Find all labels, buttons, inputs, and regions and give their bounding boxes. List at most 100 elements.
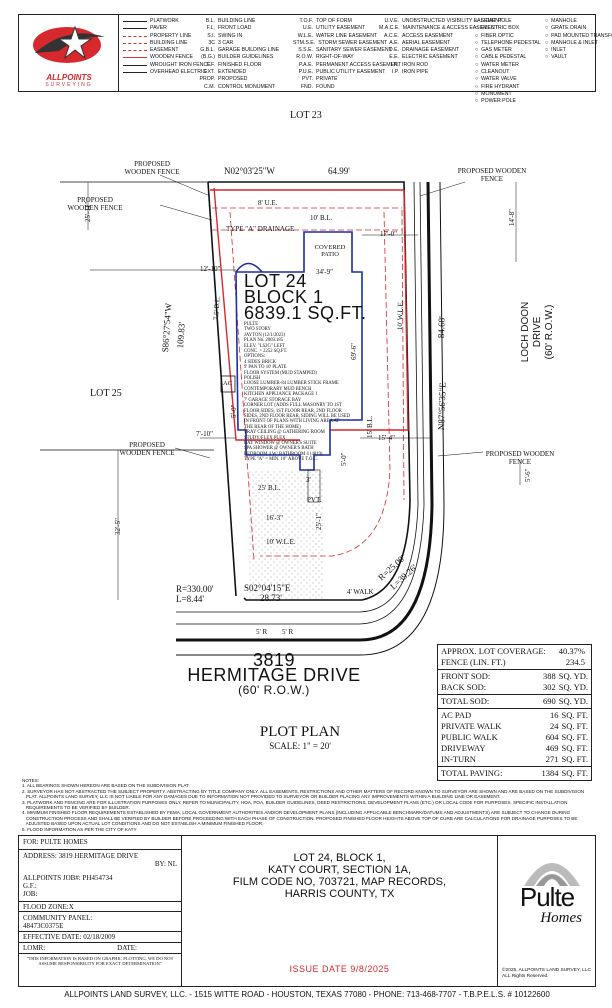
dim-25-1: 25'-1" [315,513,323,530]
legend-abbr: PROP. [199,76,215,83]
house-note-line: CORNER LOT (ADDS FULL MASONRY TO 1ST [244,403,342,409]
symbol-icon: ○ [545,18,549,24]
symbol-icon: ○ [475,18,479,24]
symbol-icon: ○ [475,98,479,105]
symbol-icon: ○ [475,83,479,90]
curve-left-radius: R=330.00' [176,584,214,594]
legend-item: ○INLET [545,47,612,54]
legend-abbr: T.O.F. [299,18,313,24]
legend-symbols: ○LIGHT POLE○ELECTRIC BOX○FIBER OPTIC○TEL… [475,18,541,106]
legend-item: ○TELEPHONE PEDESTAL [475,40,541,47]
coverage-table: APPROX. LOT COVERAGE:40.37% FENCE (LIN. … [437,644,592,781]
legend-abbr: U.V.E. [384,18,399,24]
legend-item: ○FIRE HYDRANT [475,84,541,91]
house-note-line: 4 SIDES BRICK [244,359,277,365]
house-note-line: STUDY/FLEX PLEX [244,435,286,441]
legend-label: PAVER [150,25,167,32]
dim-5-0-a: 5'-0" [230,404,238,418]
plot-plan-drawing [40,174,521,656]
legend-label: WOODEN FENCE [150,54,193,61]
legend-item: E.E.ELECTRIC EASEMENT [379,54,502,61]
symbol-icon: ○ [475,47,479,54]
symbol-icon: ○ [545,54,549,61]
legend-label: PUBLIC UTILITY EASEMENT [316,69,386,76]
title-block-info: FOR: PULTE HOMES ADDRESS: 3819 HERMITAGE… [19,836,182,986]
legend-item: EASEMENT [123,47,211,54]
legend-label: 3 CAR [218,39,234,46]
distance-north: 64.99' [328,166,350,176]
address-field: ADDRESS: 3819 HERMITAGE DRIVE BY: NL [23,852,177,868]
legend-item: T.O.F.TOP OF FORM [293,18,401,25]
dim-17-0: 17'-0" [380,230,397,238]
issue-date: ISSUE DATE 9/8/2025 [289,964,390,974]
legend-abbr: PVT. [302,76,313,83]
house-note-line: TRAY CEILING @ GATHERING ROOM [244,430,325,436]
copyright: ©2025, ALLPOINTS LAND SURVEY, LLC ALL Ri… [502,968,591,979]
legend-item: EXT.EXTENDED [195,69,279,76]
legend-item: ○PAD MOUNTED TRANSFORMER [545,33,612,40]
house-note-line: PULTE [244,322,259,327]
legend-item: U.E.UTILITY EASEMENT [293,25,401,32]
legend-abbr: S.S.E. [298,47,313,54]
legend-item: ○GRATE DRAIN [545,25,612,32]
legend-label: AERIAL EASEMENT [402,39,451,46]
legend-abbr: S.I. [207,32,215,39]
distance-west: 109.83' [175,321,187,349]
legend-label: ELECTRIC BOX [481,25,520,32]
legend-abbr: F.L. [206,25,215,32]
legend-label: UTILITY EASEMENT [316,25,366,32]
house-note-line: FLOOR SYSTEM (MUD STAMPED) [244,370,317,376]
legend-abbr: P.A.E. [298,61,313,68]
legend-item: ○VAULT [545,54,612,61]
house-note-line: KITCHEN APPLIANCE PACKAGE 1 [244,392,318,398]
line-swatch-icon [123,18,147,25]
legend-label: FINISHED FLOOR [218,61,262,68]
legend-label: FRONT LOAD [218,25,252,32]
legend-label: PAD MOUNTED TRANSFORMER [551,32,612,39]
pulte-arch-icon [524,863,580,886]
symbol-icon: ○ [475,25,479,32]
symbol-icon: ○ [475,76,479,83]
legend-label: MANHOLE [551,18,577,24]
legend-item: P.A.E.PERMANENT ACCESS EASEMENT [293,62,401,69]
symbol-icon: ○ [475,54,479,61]
symbol-icon: ○ [475,69,479,76]
line-swatch-icon [123,47,147,54]
legend-item: S.S.E.SANITARY SEWER EASEMENT [293,47,401,54]
legend-label: IRON PIPE [402,69,429,76]
effective-date-field: EFFECTIVE DATE: 02/18/2009 [19,932,181,943]
legal-line: FILM CODE NO, 703721, MAP RECORDS, [232,876,447,888]
legend-item: WROUGHT IRON FENCE [123,62,211,69]
legend-item: F.L.FRONT LOAD [195,25,279,32]
legend-item: PROP.PROPOSED [195,76,279,83]
note-line: 4. MINIMUM FINISHED FLOOR REQUIREMENTS E… [22,810,571,816]
line-swatch-icon [123,33,147,40]
legend-label: UNOBSTRUCTED VISIBILITY EASEMENT [402,18,503,24]
builder-branding: Pulte Homes ©2025, ALLPOINTS LAND SURVEY… [497,836,595,986]
legend-item: ○CLEANOUT [475,69,541,76]
legend-abbr: (B.G.) [201,54,215,61]
legend-label: SWING IN [218,32,243,39]
covered-patio-label: COVERED PATIO [314,244,346,258]
fence-label-4: PROPOSED WOODEN FENCE [119,441,175,457]
bearing-north: N02°03'25"W [224,166,275,176]
legal-line: KATY COURT, SECTION 1A, [267,864,412,876]
legend-abbr: U.E. [302,25,313,32]
legend-item: OVERHEAD ELECTRIC [123,69,211,76]
symbol-icon: ○ [545,47,549,54]
building-line-7-5: 7.5' B.L. [212,295,222,321]
brand-name: Pulte [519,882,575,912]
legend-label: ELECTRIC EASEMENT [402,54,458,61]
house-note-line: TWO STORY [244,327,271,333]
line-swatch-icon [123,25,147,32]
line-swatch-icon [123,69,147,76]
legend-label: PRIVATE [316,76,338,83]
general-notes: NOTES: 1. ALL BEARINGS SHOWN HEREON ARE … [22,778,592,832]
dim-14-8: 14'-8" [508,209,516,226]
legend-item: STM.S.E.STORM SEWER EASEMENT [293,40,401,47]
utility-easement-label: 8' U.E. [258,199,278,207]
